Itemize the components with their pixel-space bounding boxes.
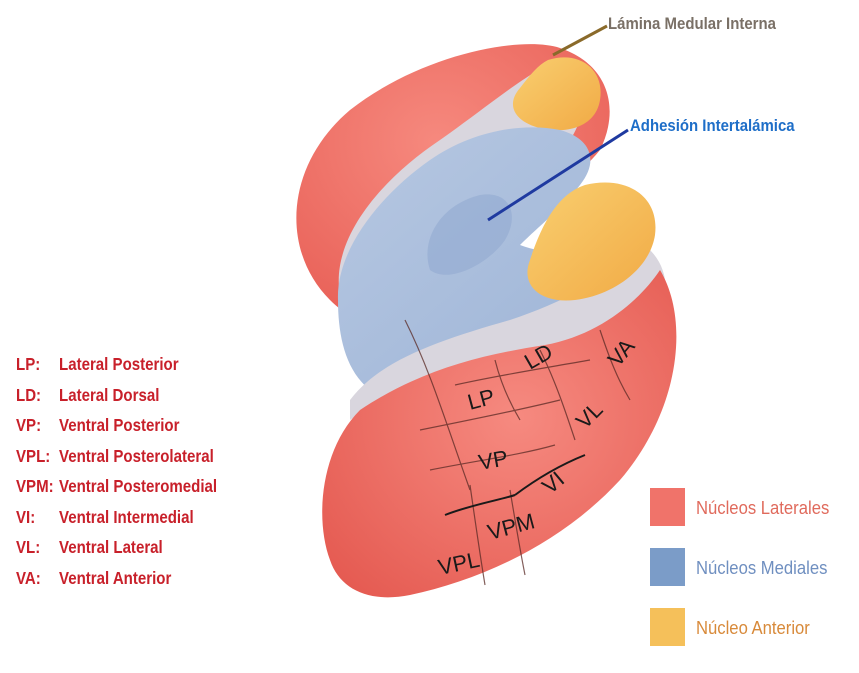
abbreviation-name: Lateral Dorsal	[59, 385, 159, 405]
abbreviation-code: VP:	[16, 410, 59, 441]
abbreviation-code: LP:	[16, 349, 59, 380]
legend-swatch	[650, 488, 685, 526]
abbreviation-item: VPL:Ventral Posterolateral	[16, 441, 217, 472]
abbreviation-name: Ventral Anterior	[59, 568, 171, 588]
label-vp: VP	[477, 445, 510, 475]
abbreviation-item: VA:Ventral Anterior	[16, 563, 217, 594]
adhesion-intertalamica-callout: Adhesión Intertalámica	[630, 116, 795, 136]
abbreviation-name: Ventral Lateral	[59, 537, 163, 557]
abbreviation-name: Ventral Posterior	[59, 415, 179, 435]
legend-label: Núcleos Mediales	[696, 557, 827, 579]
lamina-callout-line	[553, 26, 607, 55]
abbreviation-item: VP:Ventral Posterior	[16, 410, 217, 441]
abbreviation-code: VPL:	[16, 441, 59, 472]
legend-label: Núcleos Laterales	[696, 497, 829, 519]
abbreviation-name: Ventral Posterolateral	[59, 446, 214, 466]
abbreviation-code: LD:	[16, 380, 59, 411]
abbreviation-code: VL:	[16, 532, 59, 563]
abbreviation-item: LP:Lateral Posterior	[16, 349, 217, 380]
legend-label: Núcleo Anterior	[696, 617, 810, 639]
abbreviation-name: Lateral Posterior	[59, 354, 179, 374]
abbreviation-name: Ventral Intermedial	[59, 507, 194, 527]
legend-swatch	[650, 608, 685, 646]
abbreviation-name: Ventral Posteromedial	[59, 476, 217, 496]
abbreviation-code: VA:	[16, 563, 59, 594]
abbreviation-item: LD:Lateral Dorsal	[16, 380, 217, 411]
abbreviation-code: VPM:	[16, 471, 59, 502]
lamina-medular-callout: Lámina Medular Interna	[608, 14, 776, 34]
legend-swatch	[650, 548, 685, 586]
abbreviation-code: VI:	[16, 502, 59, 533]
abbreviation-item: VL:Ventral Lateral	[16, 532, 217, 563]
abbreviation-item: VPM:Ventral Posteromedial	[16, 471, 217, 502]
abbreviation-item: VI:Ventral Intermedial	[16, 502, 217, 533]
